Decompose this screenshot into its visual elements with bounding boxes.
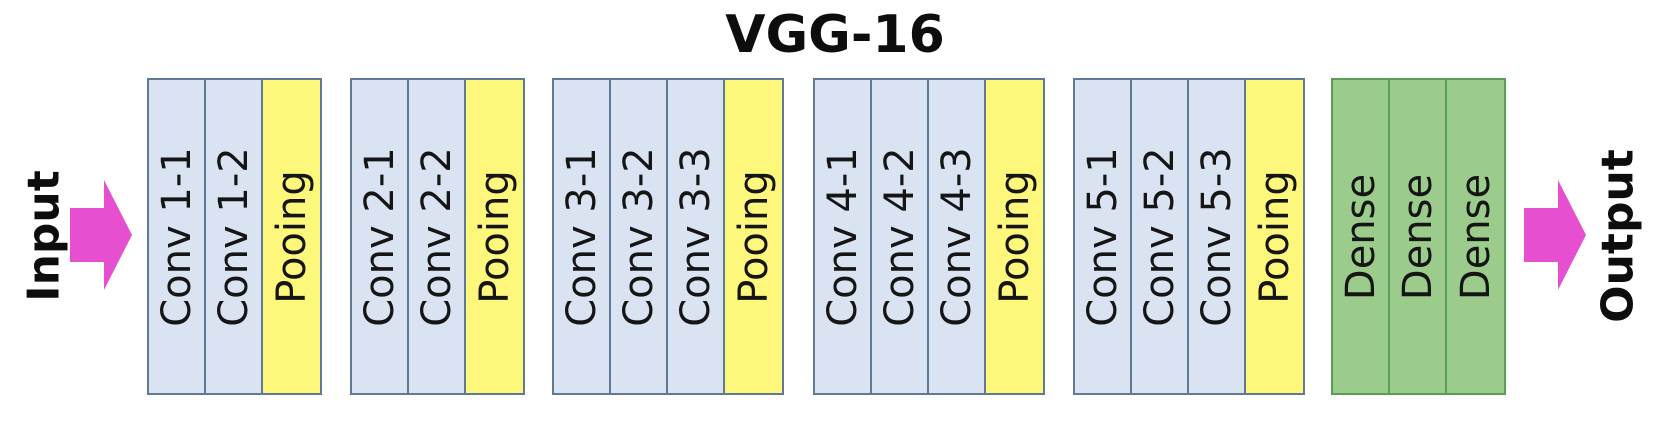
conv-layer: Conv 3-2 [611,80,668,393]
conv-layer: Conv 3-1 [554,80,611,393]
conv-layer: Conv 4-1 [815,80,872,393]
layer-label: Pooing [730,169,777,304]
layer-label: Conv 3-1 [558,146,605,327]
layer-label: Dense [1452,173,1499,300]
layer-label: Pooing [471,169,518,304]
dense-layer: Dense [1390,80,1447,393]
conv-layer: Conv 5-2 [1132,80,1189,393]
pooling-layer: Pooing [466,80,523,393]
layer-label: Conv 5-2 [1136,146,1183,327]
layer-label: Conv 5-1 [1079,146,1126,327]
layer-label: Conv 4-2 [876,146,923,327]
layer-label: Pooing [1251,169,1298,304]
layer-label: Pooing [991,169,1038,304]
input-arrow-icon [70,180,132,290]
conv-layer: Conv 2-2 [409,80,466,393]
pooling-layer: Pooing [1246,80,1303,393]
dense-layer: Dense [1447,80,1504,393]
conv-layer: Conv 1-2 [206,80,263,393]
output-arrow-icon [1524,180,1586,290]
conv-layer: Conv 4-2 [872,80,929,393]
conv-layer: Conv 1-1 [149,80,206,393]
pooling-layer: Pooing [986,80,1043,393]
diagram-title: VGG-16 [725,5,945,65]
layer-label: Conv 3-2 [615,146,662,327]
layer-label: Conv 4-1 [819,146,866,327]
pooling-layer: Pooing [725,80,782,393]
layer-label: Dense [1394,173,1441,300]
layer-label: Conv 2-2 [413,146,460,327]
layer-label: Dense [1337,173,1384,300]
conv-layer: Conv 5-3 [1189,80,1246,393]
output-label: Output [1592,149,1644,323]
pooling-layer: Pooing [263,80,320,393]
layer-label: Conv 1-2 [210,146,257,327]
layer-label: Conv 3-3 [672,146,719,327]
layer-label: Conv 2-1 [356,146,403,327]
input-label: Input [18,170,70,302]
conv-layer: Conv 5-1 [1075,80,1132,393]
layer-label: Conv 5-3 [1193,146,1240,327]
conv-layer: Conv 4-3 [929,80,986,393]
layer-label: Conv 4-3 [933,146,980,327]
dense-layer: Dense [1333,80,1390,393]
conv-layer: Conv 3-3 [668,80,725,393]
layer-label: Conv 1-1 [153,146,200,327]
conv-layer: Conv 2-1 [352,80,409,393]
layer-label: Pooing [268,169,315,304]
